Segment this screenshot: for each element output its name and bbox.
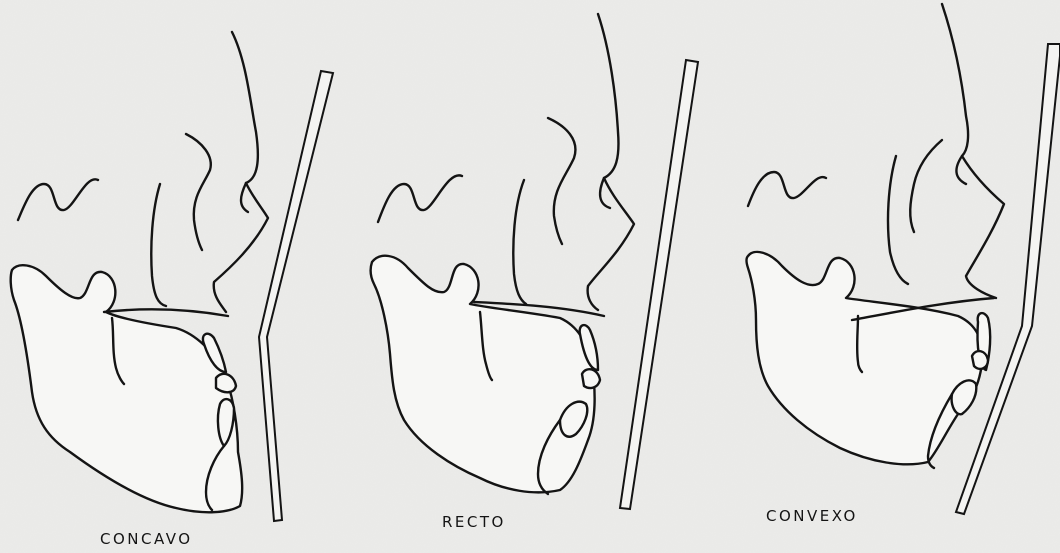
incisor-contact	[582, 369, 600, 388]
incisor-contact	[972, 351, 988, 369]
caption-straight: RECTO	[442, 513, 506, 531]
caption-concave: CONCAVO	[100, 530, 193, 548]
caption-convex: CONVEXO	[766, 507, 858, 525]
